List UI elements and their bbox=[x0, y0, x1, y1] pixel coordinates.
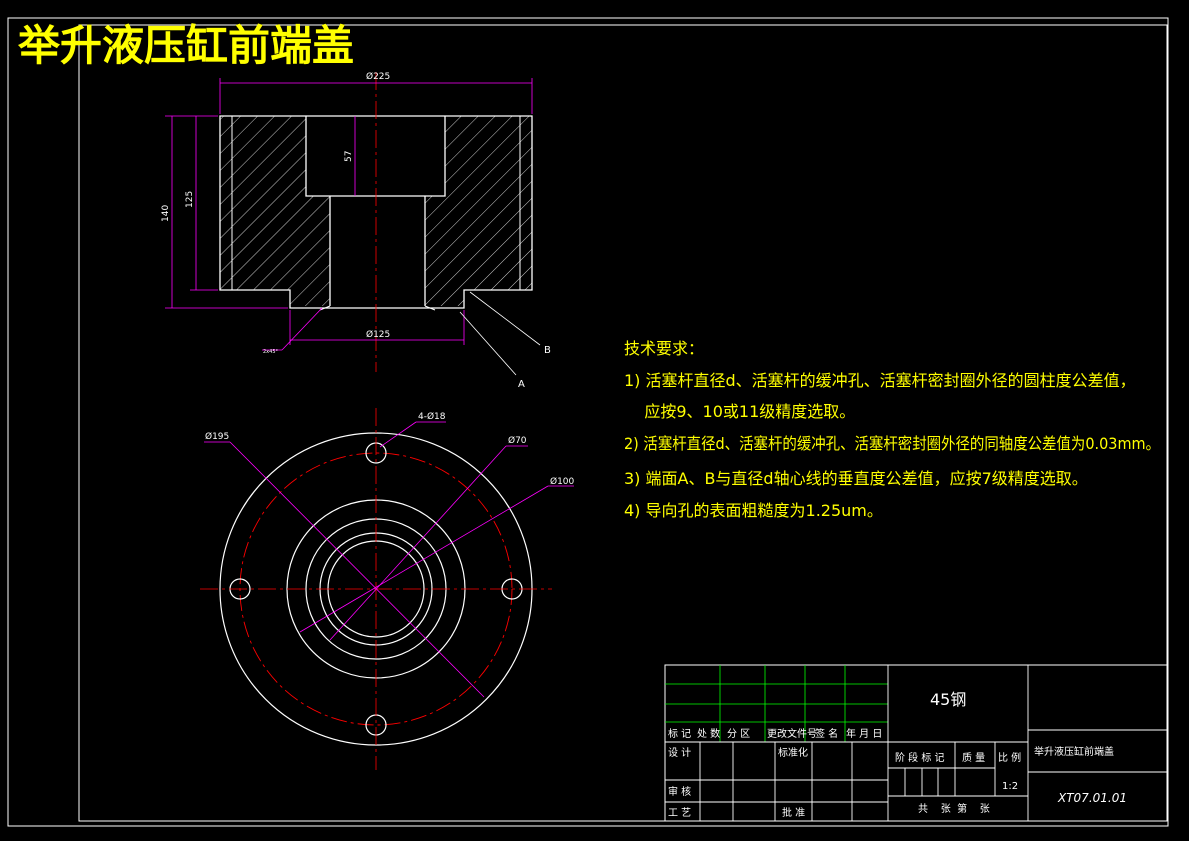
section-bore bbox=[305, 116, 446, 306]
tb-process: 工 艺 bbox=[668, 807, 691, 819]
requirements-heading: 技术要求： bbox=[624, 339, 704, 358]
section-hatch-right bbox=[425, 116, 532, 306]
tb-header-docno: 更改文件号 bbox=[767, 727, 817, 740]
datum-b: B bbox=[544, 345, 551, 356]
tb-scale-label: 比 例 bbox=[998, 751, 1021, 764]
tb-header-count: 处 数 bbox=[697, 727, 720, 740]
title-block: 标 记 处 数 分 区 更改文件号 签 名 年 月 日 设 计 标准化 审 核 … bbox=[664, 664, 1168, 822]
tb-header-date: 年 月 日 bbox=[846, 727, 882, 740]
tb-material: 45钢 bbox=[930, 690, 966, 709]
tb-stage-mark: 阶 段 标 记 bbox=[895, 751, 945, 764]
tb-approve: 批 准 bbox=[782, 806, 805, 819]
dim-d195: Ø195 bbox=[205, 431, 229, 442]
tb-review: 审 核 bbox=[668, 785, 691, 798]
dim-height-total: 140 bbox=[161, 205, 171, 222]
tb-drawing-no: XT07.01.01 bbox=[1057, 791, 1127, 805]
requirement-2: 2) 活塞杆直径d、活塞杆的缓冲孔、活塞杆密封圈外径的同轴度公差值为0.03mm… bbox=[624, 434, 1160, 453]
requirement-1: 1) 活塞杆直径d、活塞杆的缓冲孔、活塞杆密封圈外径的圆柱度公差值， bbox=[624, 371, 1136, 390]
requirement-1-cont: 应按9、10或11级精度选取。 bbox=[624, 402, 855, 421]
tb-header-zone: 分 区 bbox=[727, 728, 750, 740]
tb-header-sign: 签 名 bbox=[815, 727, 838, 740]
plan-view: Ø195 4-Ø18 Ø70 Ø100 bbox=[200, 408, 575, 770]
tb-sheets: 共 张 第 张 bbox=[918, 802, 990, 815]
dim-top-width: Ø225 bbox=[366, 71, 390, 82]
section-view: Ø225 57 140 125 Ø125 2x45° B A bbox=[161, 71, 551, 390]
datum-a: A bbox=[518, 379, 525, 390]
section-hatch-left bbox=[220, 116, 330, 306]
dim-height-inner: 125 bbox=[185, 191, 195, 208]
dim-inner-depth: 57 bbox=[344, 151, 354, 162]
tb-scale: 1:2 bbox=[1002, 781, 1018, 792]
tb-standardize: 标准化 bbox=[778, 746, 808, 759]
tb-part-name: 举升液压缸前端盖 bbox=[1034, 745, 1114, 758]
tb-weight: 质 量 bbox=[962, 752, 985, 764]
outer-border bbox=[7, 17, 1169, 827]
dim-d100: Ø100 bbox=[550, 476, 575, 487]
dim-chamfer: 2x45° bbox=[263, 349, 279, 355]
requirement-3: 3) 端面A、B与直径d轴心线的垂直度公差值，应按7级精度选取。 bbox=[624, 469, 1088, 488]
dim-bottom-bore: Ø125 bbox=[366, 329, 390, 340]
requirement-4: 4) 导向孔的表面粗糙度为1.25um。 bbox=[624, 501, 883, 520]
tb-design: 设 计 bbox=[668, 746, 691, 759]
drawing-title: 举升液压缸前端盖 bbox=[17, 21, 354, 70]
section-outline bbox=[219, 115, 533, 309]
technical-requirements: 技术要求： 1) 活塞杆直径d、活塞杆的缓冲孔、活塞杆密封圈外径的圆柱度公差值，… bbox=[624, 339, 1160, 520]
tb-header-mark: 标 记 bbox=[668, 728, 691, 740]
inner-border bbox=[78, 24, 1168, 822]
dim-holes: 4-Ø18 bbox=[418, 411, 446, 422]
dim-d70: Ø70 bbox=[508, 435, 527, 446]
